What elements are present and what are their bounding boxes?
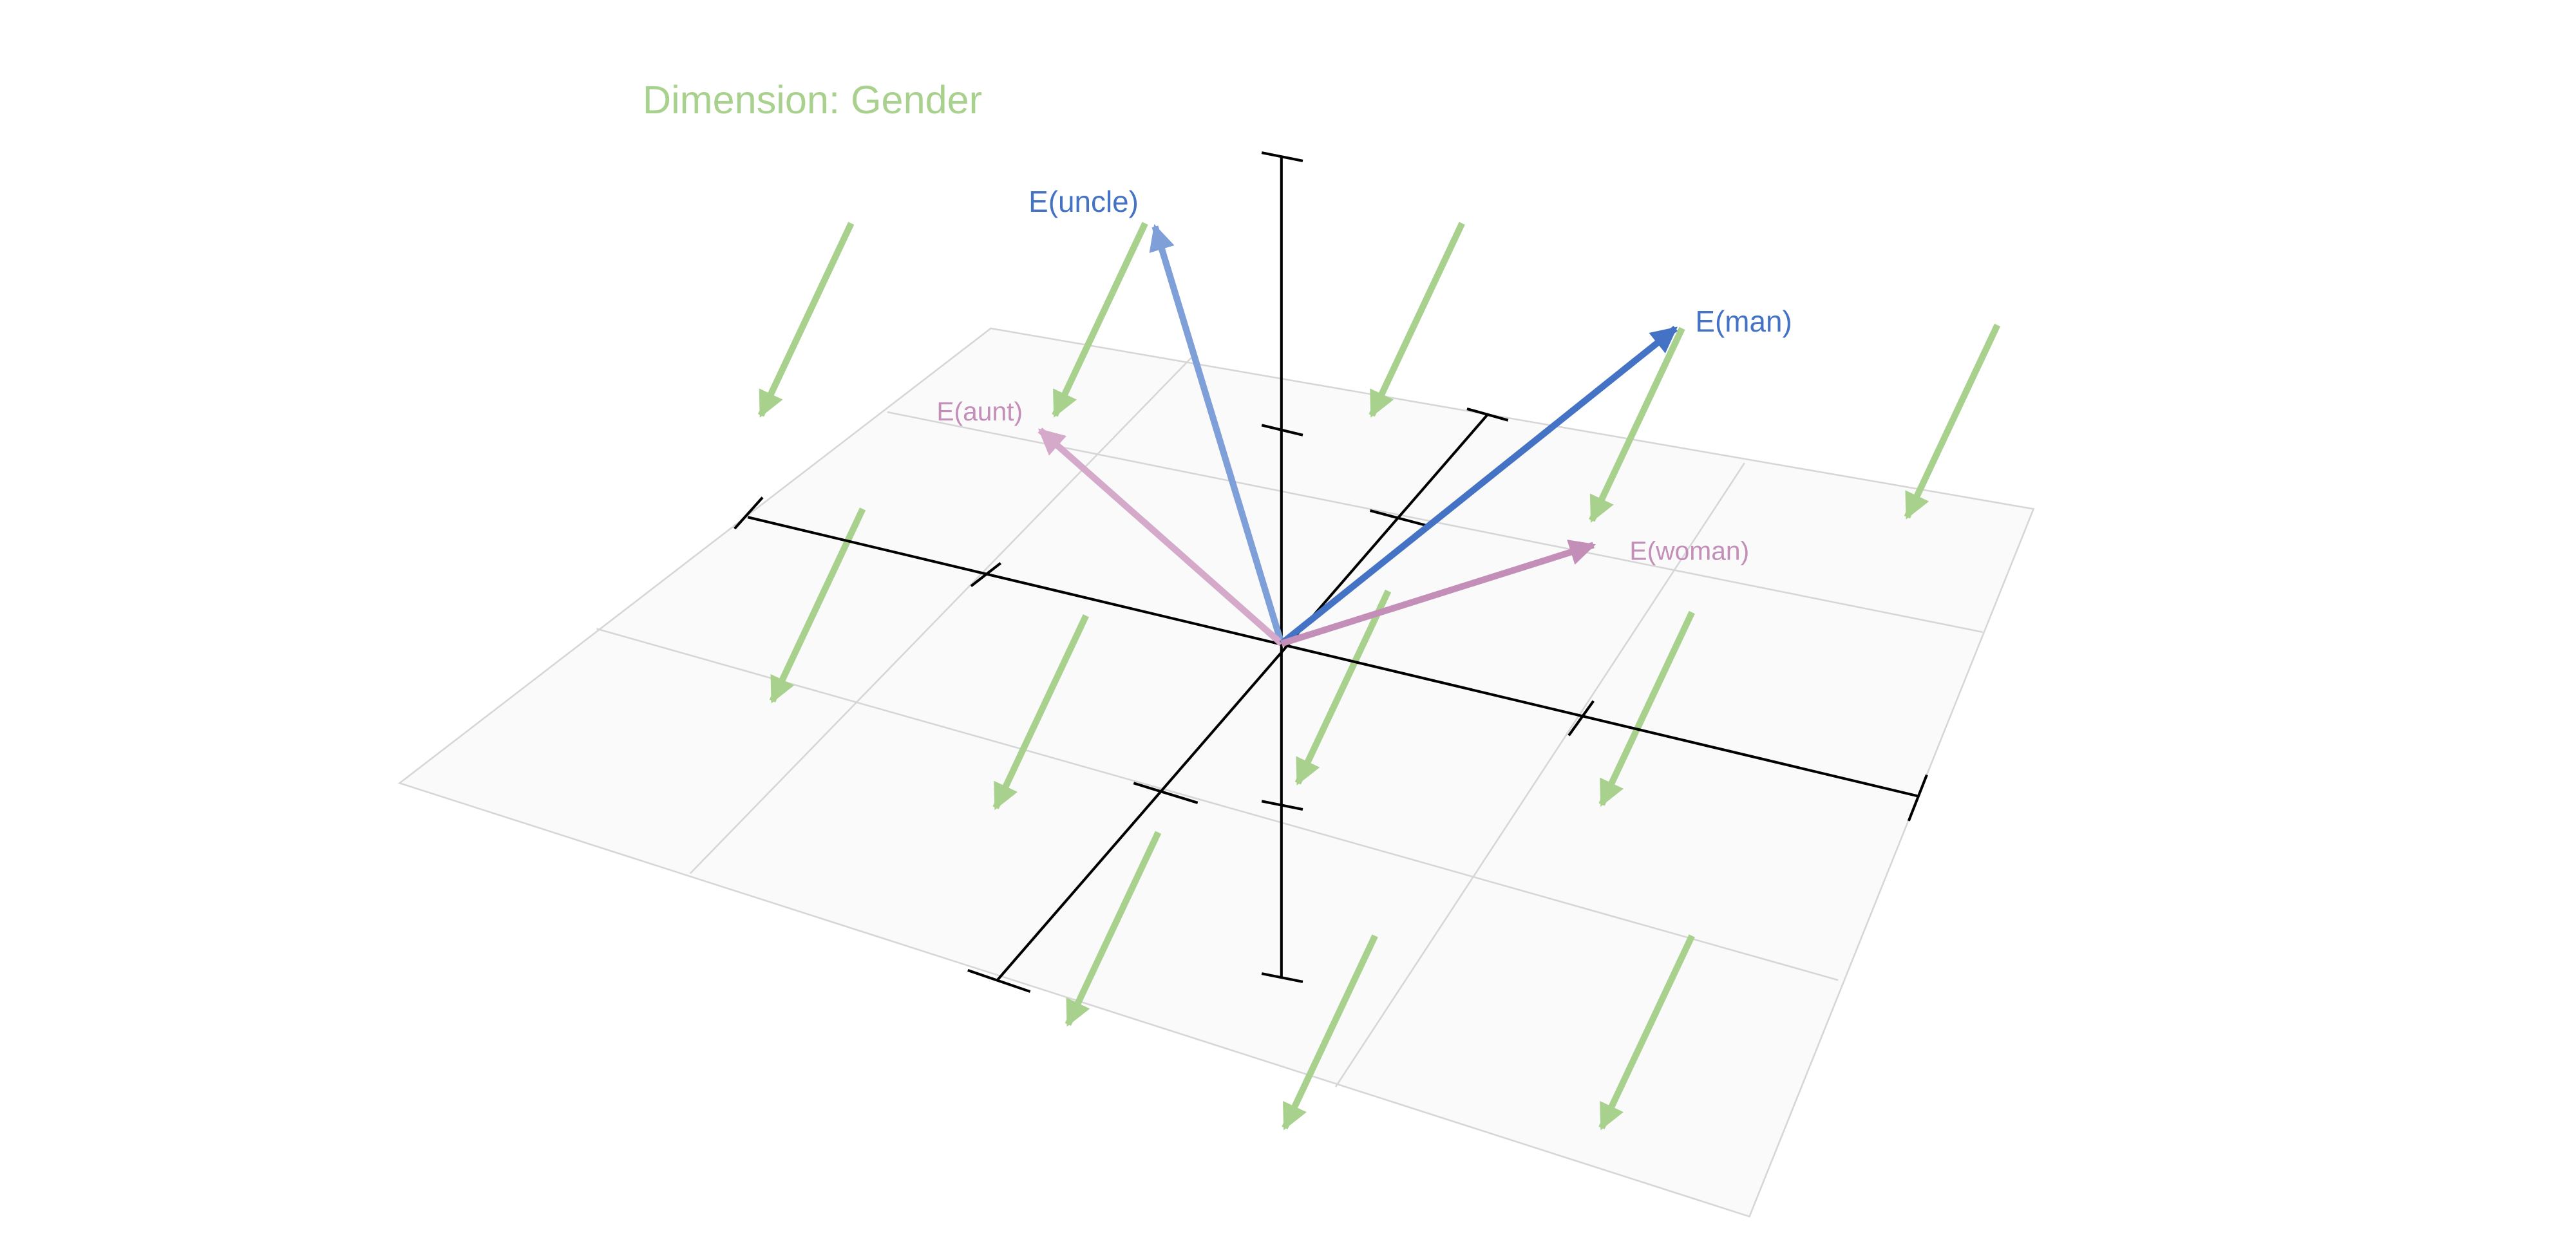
gender-direction-arrow <box>1065 831 1162 1027</box>
vector-uncle <box>1149 223 1285 645</box>
axes <box>734 151 1928 993</box>
y-axis-tick <box>1133 782 1198 804</box>
gender-direction-arrow <box>757 221 855 418</box>
plane-grid-line <box>689 357 1192 874</box>
gender-direction-arrow <box>1598 934 1695 1131</box>
gender-direction-arrow <box>1904 323 2001 520</box>
y-axis <box>996 413 1490 981</box>
gender-direction-arrow <box>1294 589 1392 785</box>
word-vectors <box>1037 223 1678 647</box>
vector-man <box>1279 325 1678 646</box>
gender-direction-arrow <box>1282 934 1378 1131</box>
label-woman: E(woman) <box>1629 536 1749 566</box>
z-axis-tick <box>1261 151 1303 162</box>
y-axis-tick <box>967 969 1031 993</box>
y-axis-tick <box>1369 509 1426 527</box>
gender-direction-arrow <box>1598 610 1695 807</box>
gender-direction-arrow <box>1589 326 1685 523</box>
label-aunt: E(aunt) <box>936 397 1023 426</box>
label-uncle: E(uncle) <box>1028 185 1139 218</box>
plane-grid-line <box>596 628 1839 981</box>
x-axis <box>747 516 1919 798</box>
label-man: E(man) <box>1695 305 1792 338</box>
x-axis-tick <box>734 496 764 530</box>
plane-grid-line <box>1334 462 1745 1087</box>
ground-plane <box>397 327 2035 1218</box>
y-axis-tick <box>1466 407 1509 422</box>
plane-surface <box>397 327 2035 1218</box>
gender-direction-arrow <box>992 614 1089 811</box>
vector-aunt <box>1037 428 1284 646</box>
dimension-arrows <box>757 221 2001 1131</box>
gender-direction-arrow <box>1368 221 1465 418</box>
z-axis-tick <box>1261 800 1303 811</box>
gender-direction-arrow <box>1052 221 1148 418</box>
dimension-title: Dimension: Gender <box>643 78 982 122</box>
x-axis-tick <box>1907 774 1928 822</box>
x-axis-tick <box>970 561 1002 587</box>
z-axis-tick <box>1261 424 1303 437</box>
x-axis-tick <box>1567 700 1595 737</box>
z-axis-tick <box>1261 972 1303 983</box>
vector-woman <box>1280 540 1596 647</box>
